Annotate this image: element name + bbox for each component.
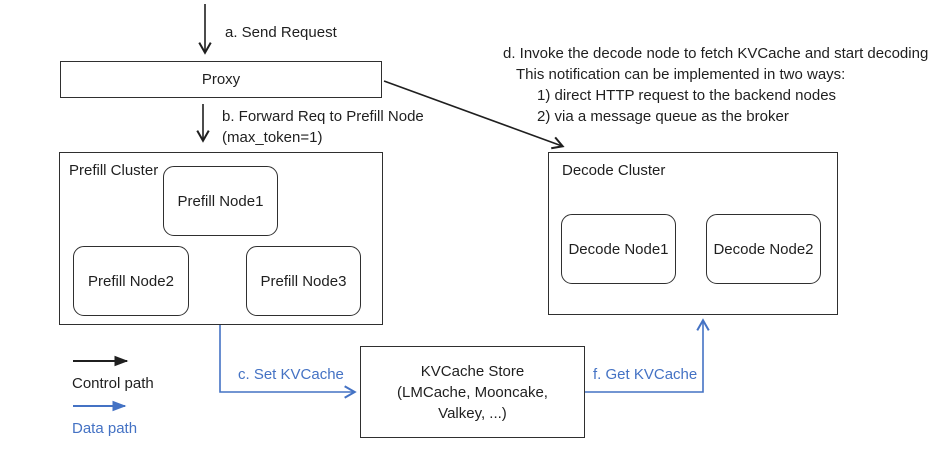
- step-d-line1: d. Invoke the decode node to fetch KVCac…: [503, 45, 929, 62]
- step-d-line3: 1) direct HTTP request to the backend no…: [537, 87, 837, 104]
- step-b-label: b. Forward Req to Prefill Node (max_toke…: [222, 106, 424, 148]
- kvcache-store-subtitle-line1: (LMCache, Mooncake,: [397, 383, 548, 401]
- kvcache-store-subtitle-line2: Valkey, ...): [438, 404, 507, 422]
- decode-cluster-box: Decode Cluster Decode Node1 Decode Node2: [548, 152, 838, 315]
- proxy-label: Proxy: [201, 71, 241, 88]
- prefill-node2-box: Prefill Node2: [73, 246, 189, 316]
- legend-control-path-label: Control path: [72, 375, 154, 392]
- prefill-node1-box: Prefill Node1: [163, 166, 278, 236]
- step-a-label: a. Send Request: [225, 24, 337, 41]
- step-b-line1: b. Forward Req to Prefill Node: [222, 108, 424, 125]
- get-kvcache-arrow-icon: [585, 318, 710, 393]
- invoke-decode-arrow-icon: [383, 80, 565, 150]
- step-d-line4: 2) via a message queue as the broker: [537, 108, 789, 125]
- set-kvcache-arrow-icon: [219, 325, 357, 399]
- decode-cluster-label: Decode Cluster: [562, 162, 666, 179]
- step-d-line2: This notification can be implemented in …: [516, 66, 846, 83]
- step-b-line2: (max_token=1): [222, 129, 323, 146]
- step-f-label: f. Get KVCache: [593, 366, 698, 383]
- decode-node1-box: Decode Node1: [561, 214, 676, 284]
- prefill-cluster-box: Prefill Cluster Prefill Node1 Prefill No…: [59, 152, 383, 325]
- step-c-label: c. Set KVCache: [238, 366, 344, 383]
- decode-node2-box: Decode Node2: [706, 214, 821, 284]
- legend-data-path-label: Data path: [72, 420, 138, 437]
- kvcache-store-box: KVCache Store (LMCache, Mooncake, Valkey…: [360, 346, 585, 438]
- step-d-label: d. Invoke the decode node to fetch KVCac…: [503, 43, 928, 127]
- kvcache-store-title: KVCache Store: [420, 362, 525, 380]
- proxy-box: Proxy: [60, 61, 382, 98]
- prefill-node3-box: Prefill Node3: [246, 246, 361, 316]
- prefill-cluster-label: Prefill Cluster: [69, 162, 159, 179]
